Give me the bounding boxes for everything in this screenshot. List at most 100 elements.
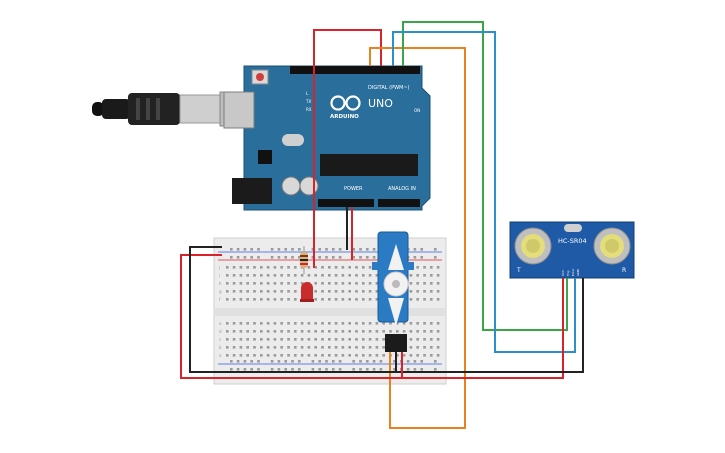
breadboard-hole (436, 266, 440, 269)
breadboard-hole (341, 298, 345, 301)
rail-hole (366, 248, 369, 251)
breadboard-hole (328, 346, 331, 349)
breadboard-hole (239, 354, 243, 357)
breadboard-hole (300, 330, 304, 333)
breadboard-hole (430, 282, 433, 285)
breadboard-hole (382, 322, 385, 325)
rail-hole (359, 256, 362, 259)
breadboard-hole (328, 354, 331, 357)
breadboard-hole (246, 274, 249, 277)
breadboard-hole (430, 346, 433, 349)
breadboard-hole (375, 338, 379, 341)
rail-hole (257, 248, 260, 251)
breadboard-hole (416, 274, 419, 277)
power-jack (232, 178, 272, 204)
rail-hole (338, 368, 342, 371)
breadboard-hole (287, 274, 290, 277)
breadboard-hole (294, 338, 297, 341)
breadboard-hole (436, 290, 440, 293)
rail-hole (393, 368, 396, 371)
breadboard-hole (368, 354, 372, 357)
breadboard-hole (300, 346, 304, 349)
breadboard-hole (423, 282, 426, 285)
sensor-right-mark: R (622, 267, 626, 274)
breadboard-hole (287, 322, 290, 325)
breadboard-hole (341, 330, 345, 333)
breadboard-hole (273, 274, 277, 277)
breadboard-hole (253, 338, 256, 341)
rail-hole (393, 360, 396, 363)
breadboard-hole (416, 354, 419, 357)
breadboard-hole (253, 330, 256, 333)
breadboard-hole (239, 330, 243, 333)
servo-connector (385, 334, 407, 352)
rail-hole (270, 368, 274, 371)
breadboard-hole (314, 322, 317, 325)
breadboard-hole (246, 282, 249, 285)
breadboard-hole (328, 290, 331, 293)
breadboard-hole (300, 274, 304, 277)
breadboard-hole (334, 290, 338, 293)
breadboard-hole (423, 274, 426, 277)
rail-hole (359, 248, 362, 251)
row-letter: f (219, 297, 221, 302)
rail-hole (420, 368, 423, 371)
breadboard-hole (239, 338, 243, 341)
breadboard-hole (362, 330, 365, 333)
breadboard-hole (355, 330, 358, 333)
breadboard-hole (430, 274, 433, 277)
breadboard-hole (273, 330, 277, 333)
servo-motor (372, 231, 414, 352)
rail-hole (434, 256, 437, 259)
breadboard-hole (396, 330, 399, 333)
breadboard-hole (300, 354, 304, 357)
breadboard-hole (321, 346, 324, 349)
breadboard-hole (314, 338, 317, 341)
breadboard-hole (294, 274, 297, 277)
rail-hole (325, 360, 328, 363)
breadboard-hole (287, 346, 290, 349)
row-letter: a (219, 353, 222, 358)
breadboard-hole (382, 338, 385, 341)
breadboard-hole (368, 298, 372, 301)
breadboard-hole (307, 330, 311, 333)
breadboard-hole (409, 338, 413, 341)
analog-header (378, 199, 420, 207)
rail-hole (420, 256, 423, 259)
rail-hole (359, 368, 362, 371)
breadboard-hole (287, 330, 290, 333)
rail-hole (311, 248, 315, 251)
breadboard-hole (423, 354, 426, 357)
breadboard-hole (375, 330, 379, 333)
breadboard-hole (273, 290, 277, 293)
breadboard-hole (273, 266, 277, 269)
rail-hole (270, 256, 274, 259)
breadboard-hole (409, 346, 413, 349)
rail-hole (284, 360, 287, 363)
breadboard-hole (232, 346, 236, 349)
breadboard-hole (232, 354, 236, 357)
breadboard-hole (375, 346, 379, 349)
breadboard-hole (246, 322, 249, 325)
breadboard-hole (348, 354, 351, 357)
breadboard-hole (355, 346, 358, 349)
breadboard-hole (409, 282, 413, 285)
rail-hole (277, 368, 281, 371)
breadboard-hole (416, 330, 419, 333)
power-header (318, 199, 374, 207)
breadboard-hole (423, 290, 426, 293)
breadboard-hole (314, 354, 317, 357)
breadboard-hole (382, 346, 385, 349)
rail-hole (338, 256, 342, 259)
row-letter: b (219, 345, 222, 350)
rail-hole (366, 256, 369, 259)
rail-hole (277, 360, 281, 363)
breadboard-hole (307, 346, 311, 349)
breadboard-hole (314, 298, 317, 301)
breadboard-hole (389, 322, 392, 325)
row-letter: h (219, 281, 222, 286)
breadboard-hole (314, 266, 317, 269)
breadboard-hole (328, 282, 331, 285)
breadboard-hole (273, 298, 277, 301)
breadboard-hole (260, 298, 263, 301)
